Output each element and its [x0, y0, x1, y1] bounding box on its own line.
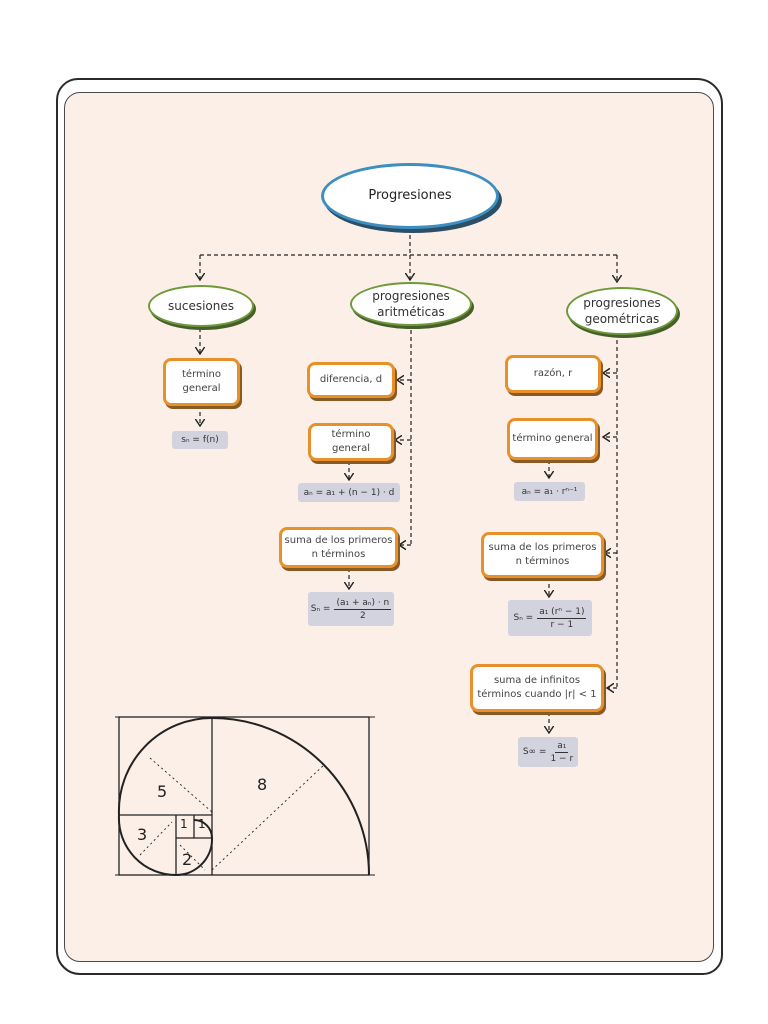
root-node: Progresiones — [321, 163, 499, 229]
geometricas-sum-formula: Sₙ = a₁ (rⁿ − 1) r − 1 — [508, 600, 592, 636]
geometricas-inf-box: suma de infinitos términos cuando |r| < … — [470, 664, 604, 712]
geometricas-sum-numerator: a₁ (rⁿ − 1) — [537, 606, 587, 619]
sucesiones-term-label: término general — [182, 369, 221, 394]
geometricas-inf-lhs: S∞ = — [522, 747, 547, 757]
geometricas-sum-fraction: a₁ (rⁿ − 1) r − 1 — [537, 606, 587, 631]
fib-square-1b: 1 — [198, 817, 206, 831]
geometricas-ratio-box: razón, r — [505, 355, 601, 393]
aritmeticas-diff-box: diferencia, d — [307, 362, 395, 398]
fib-square-8: 8 — [257, 775, 268, 794]
geometricas-sum-label: suma de los primeros n términos — [488, 542, 597, 567]
aritmeticas-sum-formula: Sₙ = (a₁ + aₙ) · n 2 — [308, 592, 394, 626]
aritmeticas-term-formula: aₙ = a₁ + (n − 1) · d — [298, 483, 400, 502]
sucesiones-formula: sₙ = f(n) — [172, 431, 228, 449]
geometricas-inf-fraction: a₁ 1 − r — [550, 740, 573, 765]
aritmeticas-term-label: término general — [331, 429, 371, 454]
geometricas-sum-lhs: Sₙ = — [513, 613, 534, 623]
aritmeticas-diff-label: diferencia, d — [319, 374, 383, 385]
geometricas-inf-numerator: a₁ — [555, 740, 569, 753]
aritmeticas-term-box: término general — [308, 423, 394, 461]
node-aritmeticas: progresiones aritméticas — [350, 282, 472, 326]
aritmeticas-sum-box: suma de los primeros n términos — [279, 527, 398, 568]
aritmeticas-label: progresiones aritméticas — [372, 289, 450, 319]
root-label: Progresiones — [368, 188, 452, 203]
fib-square-2: 2 — [182, 850, 193, 869]
geometricas-inf-label: suma de infinitos términos cuando |r| < … — [477, 675, 597, 700]
geometricas-term-box: término general — [507, 418, 598, 460]
sucesiones-term-box: término general — [163, 358, 240, 406]
aritmeticas-sum-fraction: (a₁ + aₙ) · n 2 — [334, 597, 392, 622]
fibonacci-spiral — [115, 716, 375, 877]
geometricas-inf-formula: S∞ = a₁ 1 − r — [518, 737, 578, 767]
aritmeticas-term-formula-text: aₙ = a₁ + (n − 1) · d — [303, 487, 395, 498]
aritmeticas-sum-lhs: Sₙ = — [310, 604, 331, 614]
geometricas-term-formula: aₙ = a₁ · rⁿ⁻¹ — [514, 482, 585, 501]
fib-square-3: 3 — [137, 825, 148, 844]
fib-square-5: 5 — [157, 782, 168, 801]
geometricas-inf-denominator: 1 − r — [550, 753, 574, 764]
geometricas-label: progresiones geométricas — [583, 296, 661, 326]
aritmeticas-sum-label: suma de los primeros n términos — [284, 534, 393, 560]
node-geometricas: progresiones geométricas — [566, 287, 678, 335]
aritmeticas-sum-denominator: 2 — [359, 610, 366, 621]
geometricas-sum-denominator: r − 1 — [550, 619, 574, 630]
node-sucesiones: sucesiones — [148, 285, 254, 327]
sucesiones-formula-text: sₙ = f(n) — [181, 435, 219, 445]
fib-square-1a: 1 — [180, 817, 188, 831]
geometricas-term-label: término general — [512, 433, 593, 444]
geometricas-sum-box: suma de los primeros n términos — [481, 532, 604, 578]
sucesiones-label: sucesiones — [167, 299, 234, 313]
aritmeticas-sum-numerator: (a₁ + aₙ) · n — [334, 597, 392, 610]
geometricas-ratio-label: razón, r — [533, 368, 573, 379]
geometricas-term-formula-text: aₙ = a₁ · rⁿ⁻¹ — [521, 486, 578, 497]
